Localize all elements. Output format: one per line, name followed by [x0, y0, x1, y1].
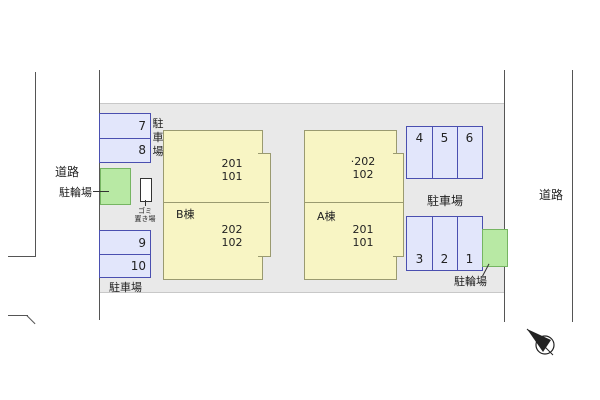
building-a-unit-101: 101: [352, 236, 374, 249]
right-road-edge: [572, 70, 573, 322]
parking-space-9: 9: [100, 231, 150, 255]
building-b-projection: [258, 153, 271, 257]
parking-space-7: 7: [100, 114, 150, 139]
parking-space-3: 3: [407, 217, 433, 270]
right-property-line: [504, 70, 505, 322]
parking-space-2: 2: [432, 217, 458, 270]
building-a-floor-divider: [305, 202, 403, 203]
building-a-unit-202: ·202: [350, 155, 376, 168]
building-b-label: B棟: [176, 208, 195, 221]
building-a-label: A棟: [317, 210, 336, 223]
garbage-leader: [145, 200, 146, 206]
building-b-unit-201: 201: [221, 157, 243, 170]
garbage-label: ゴミ 置き場: [134, 207, 156, 223]
left-road-corner-bottom: [8, 315, 28, 316]
right-parking-upper: 4 5 6: [406, 126, 483, 179]
north-arrow-icon: [524, 326, 560, 358]
left-road-corner-diag: [26, 315, 36, 325]
right-bicycle-label: 駐輪場: [454, 275, 487, 288]
right-bicycle-parking: [482, 229, 508, 267]
parking-space-6: 6: [465, 131, 474, 145]
parking-space-1: 1: [465, 252, 474, 266]
right-road-label: 道路: [539, 188, 564, 202]
building-a-unit-201: 201: [352, 223, 374, 236]
left-parking-lower: 9 10: [99, 230, 151, 278]
left-bicycle-leader: [93, 191, 109, 192]
garbage-area: [140, 178, 152, 202]
left-bicycle-parking: [100, 168, 131, 205]
left-road-corner-top: [8, 256, 36, 257]
building-b-unit-102: 102: [221, 236, 243, 249]
left-bicycle-label: 駐輪場: [59, 186, 92, 199]
left-property-line: [99, 70, 100, 320]
building-b-unit-202: 202: [221, 223, 243, 236]
building-a: [304, 130, 397, 280]
right-parking-lower: 3 2 1: [406, 216, 483, 271]
left-parking-upper: 7 8: [99, 113, 151, 163]
building-b-floor-divider: [164, 202, 269, 203]
building-b: [163, 130, 263, 280]
parking-space-10: 10: [130, 258, 146, 273]
building-a-projection: [393, 153, 404, 257]
right-parking-label: 駐車場: [427, 194, 464, 208]
parking-space-5: 5: [432, 127, 458, 178]
building-b-unit-101: 101: [221, 170, 243, 183]
parking-space-8: 8: [138, 143, 146, 157]
building-a-unit-102: 102: [352, 168, 374, 181]
left-road-label: 道路: [55, 165, 80, 179]
left-parking-upper-label: 駐 車 場: [152, 117, 164, 158]
left-parking-lower-label: 駐車場: [109, 281, 142, 294]
parking-space-4: 4: [407, 127, 433, 178]
left-road-edge: [35, 72, 36, 257]
